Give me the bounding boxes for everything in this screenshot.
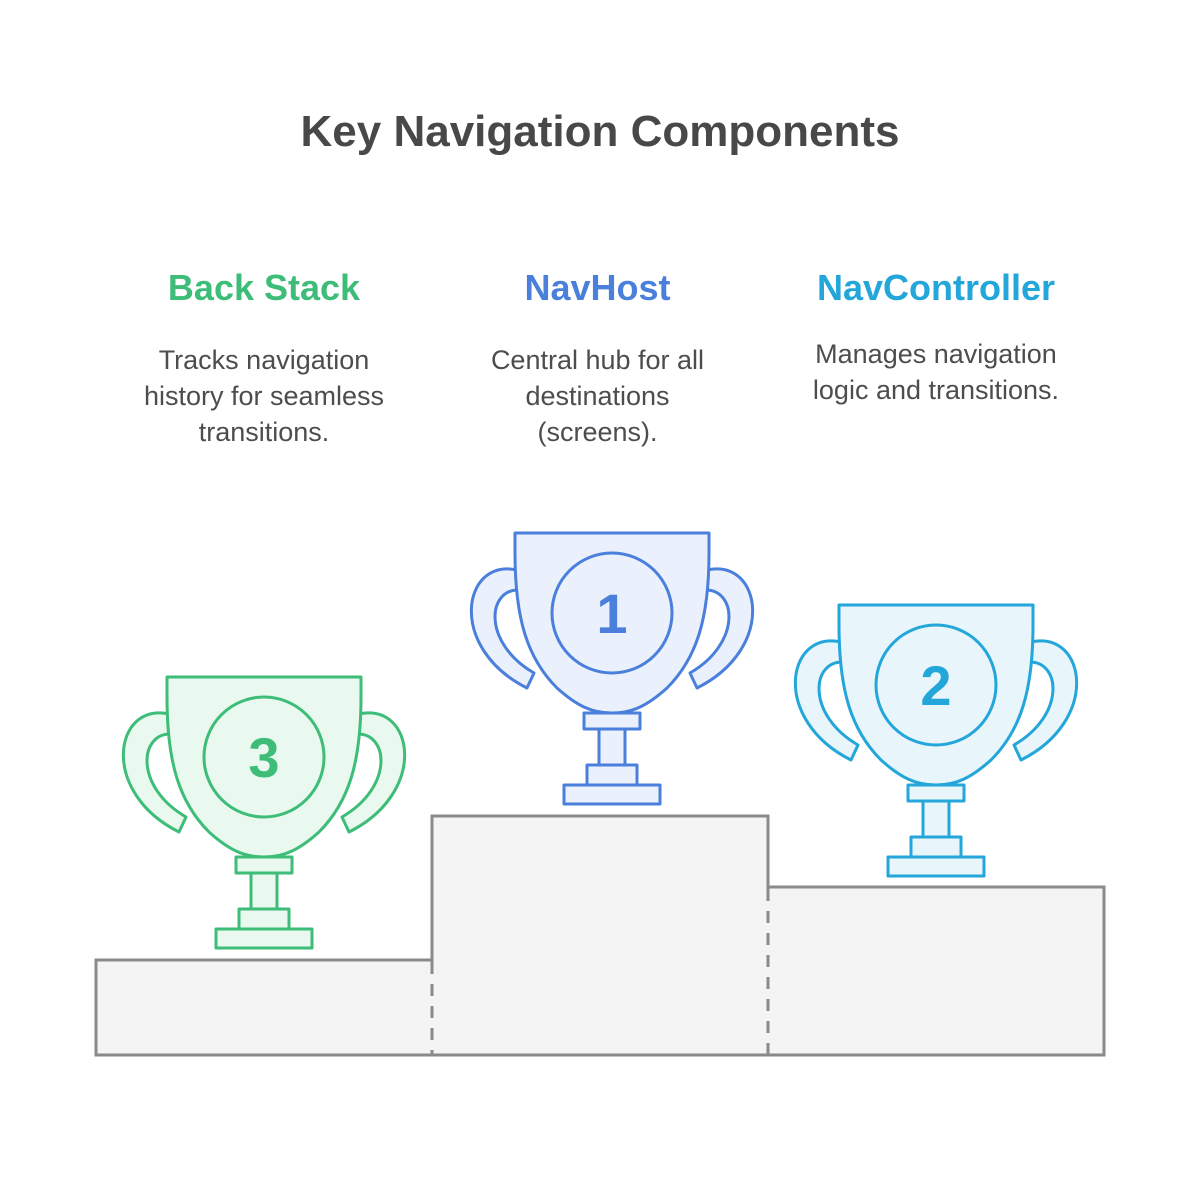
rank-badge-first: 1 <box>596 582 627 645</box>
podium-step-first <box>432 816 768 1055</box>
trophy-icon <box>795 605 1076 876</box>
rank-badge-second: 2 <box>920 654 951 717</box>
podium-step-third <box>96 960 432 1055</box>
trophy-icon <box>123 677 404 948</box>
podium-step-second <box>768 887 1104 1055</box>
trophy-icon <box>471 533 752 804</box>
rank-badge-third: 3 <box>248 726 279 789</box>
